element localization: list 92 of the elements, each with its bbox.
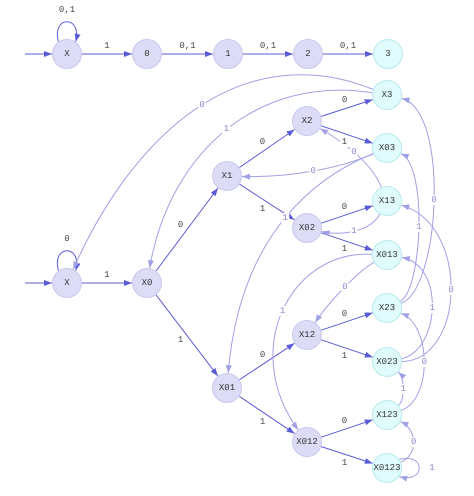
state-circle: 3 <box>373 39 403 69</box>
arrow <box>322 51 374 57</box>
arrow <box>156 188 218 272</box>
arrow <box>400 153 420 302</box>
arrow <box>242 51 294 57</box>
state-circle: X02 <box>292 213 322 243</box>
edge-label: 1 <box>428 463 436 473</box>
state-circle: 2 <box>293 39 323 69</box>
start-arrow <box>24 51 52 57</box>
edge-label: 0 <box>447 285 455 296</box>
edge-label: 0 <box>340 416 348 426</box>
edge-label: 0,1 <box>338 41 358 51</box>
arrow <box>320 312 374 331</box>
state-circle: X <box>52 39 82 69</box>
arrow <box>242 153 374 180</box>
edge-label: 0 <box>420 357 428 368</box>
arrow <box>320 125 374 144</box>
arrow <box>320 99 374 117</box>
edge-label: 0 <box>410 437 418 448</box>
edge-label: 1 <box>415 222 423 232</box>
edge-label: 0 <box>430 195 438 206</box>
arrow <box>320 446 374 464</box>
edge-label: 0 <box>198 100 206 110</box>
edge-label: 0,1 <box>178 41 197 51</box>
arrow <box>400 204 452 362</box>
edge-label: 0,1 <box>258 41 278 51</box>
edge-label: 1 <box>258 204 266 214</box>
state-circle: 1 <box>213 39 243 69</box>
state-circle: X012 <box>292 427 322 457</box>
arrow <box>320 205 374 224</box>
edge-label: 1 <box>258 416 266 427</box>
state-circle: X013 <box>372 240 402 270</box>
self-loop-arrow <box>56 250 80 272</box>
state-circle: X0123 <box>372 453 402 483</box>
state-circle: X2 <box>292 106 322 136</box>
arrow <box>82 51 132 57</box>
state-circle: X03 <box>372 133 402 163</box>
edge-label: 0 <box>258 350 266 360</box>
edge-label: 0 <box>63 234 71 244</box>
arrow <box>320 232 374 251</box>
edge-label: 0 <box>340 95 348 106</box>
self-loop-arrow <box>56 21 80 42</box>
state-circle: X13 <box>372 186 402 216</box>
arrow <box>162 51 214 57</box>
arrow <box>272 254 372 430</box>
state-circle: X12 <box>292 320 322 350</box>
state-circle: X0 <box>132 268 162 298</box>
edge-label: 0,1 <box>58 5 76 15</box>
arrow <box>401 257 433 360</box>
edge-label: 0 <box>350 146 358 157</box>
arrow <box>156 294 218 377</box>
arrow <box>239 184 295 220</box>
edge-label: 0 <box>309 166 317 176</box>
start-arrow <box>24 280 52 286</box>
arrow <box>400 98 435 304</box>
arrow <box>239 342 295 380</box>
state-circle: X023 <box>372 347 402 377</box>
state-circle: X01 <box>212 373 242 403</box>
arrow <box>320 128 382 188</box>
self-loop-arrow <box>398 458 420 481</box>
state-circle: X3 <box>372 80 402 110</box>
arrow <box>82 280 132 286</box>
arrow <box>320 419 374 438</box>
state-circle: X23 <box>372 293 402 323</box>
arrow <box>72 74 374 270</box>
state-circle: X1 <box>212 161 242 191</box>
arrow <box>314 262 374 323</box>
edge-label: 0 <box>341 282 349 292</box>
edge-label: 1 <box>428 302 436 313</box>
edge-label: 1 <box>400 384 408 394</box>
edge-label: 0 <box>176 220 184 230</box>
state-circle: X <box>52 268 82 298</box>
edge-label: 0 <box>340 202 348 212</box>
edge-label: 1 <box>281 212 289 223</box>
edge-label: 1 <box>222 124 230 134</box>
edge-label: 1 <box>103 41 111 51</box>
arrow <box>320 339 374 358</box>
edge-label: 1 <box>340 137 348 148</box>
arrow <box>238 129 296 168</box>
arrow <box>321 214 380 236</box>
arrow <box>238 396 296 434</box>
arrow <box>400 421 414 463</box>
arrow <box>400 312 425 411</box>
state-circle: 0 <box>132 39 162 69</box>
edge-label: 0 <box>258 136 266 147</box>
edge-label: 0 <box>340 308 348 319</box>
edge-label: 1 <box>103 270 111 280</box>
arrow <box>148 90 373 269</box>
edge-label: 1 <box>340 458 348 468</box>
state-circle: X123 <box>372 400 402 430</box>
arrow <box>226 153 374 374</box>
edge-label: 1 <box>278 306 286 316</box>
